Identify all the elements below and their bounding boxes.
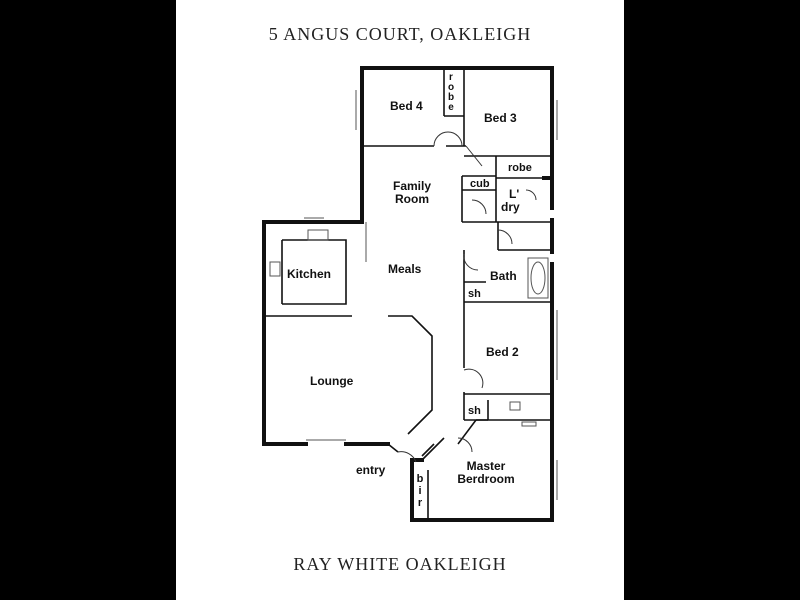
- room-label-kitchen: Kitchen: [287, 267, 331, 281]
- exterior-walls: [262, 66, 558, 522]
- floor-plan-page: 5 ANGUS COURT, OAKLEIGH: [176, 0, 624, 600]
- room-label-laundry-1: L': [509, 187, 519, 201]
- room-label-lounge: Lounge: [310, 374, 354, 388]
- room-label-bath-shower: sh: [468, 288, 481, 300]
- robe-label-v-1: o: [448, 82, 454, 93]
- room-label-bath: Bath: [490, 269, 517, 283]
- room-label-laundry-2: dry: [501, 200, 520, 214]
- room-label-robe: robe: [508, 162, 532, 174]
- robe-label-v-0: r: [449, 72, 453, 83]
- floor-plan-drawing: Bed 4 r o b e Bed 3 robe Family Room cub…: [262, 66, 558, 522]
- bir-label-v-0: b: [417, 473, 424, 485]
- bir-label-v-2: r: [418, 497, 423, 509]
- room-label-family-1: Family: [393, 179, 431, 193]
- room-labels: Bed 4 r o b e Bed 3 robe Family Room cub…: [287, 72, 532, 509]
- page-title: 5 ANGUS COURT, OAKLEIGH: [268, 24, 532, 44]
- room-label-entry: entry: [356, 463, 386, 477]
- robe-label-v-3: e: [448, 102, 454, 113]
- room-label-master-1: Master: [467, 459, 506, 473]
- interior-walls: [264, 70, 552, 520]
- agency-footer: RAY WHITE OAKLEIGH: [293, 554, 507, 574]
- room-label-cub: cub: [470, 178, 490, 190]
- room-label-bed3: Bed 3: [484, 111, 517, 125]
- bir-label-v-1: i: [418, 485, 421, 497]
- room-label-master-2: Berdroom: [457, 472, 514, 486]
- robe-label-v-2: b: [448, 92, 454, 103]
- room-label-family-2: Room: [395, 192, 429, 206]
- room-label-bed4: Bed 4: [390, 99, 423, 113]
- room-label-ensuite-shower: sh: [468, 405, 481, 417]
- door-swings: [397, 131, 537, 463]
- room-label-meals: Meals: [388, 262, 422, 276]
- room-label-bed2: Bed 2: [486, 345, 519, 359]
